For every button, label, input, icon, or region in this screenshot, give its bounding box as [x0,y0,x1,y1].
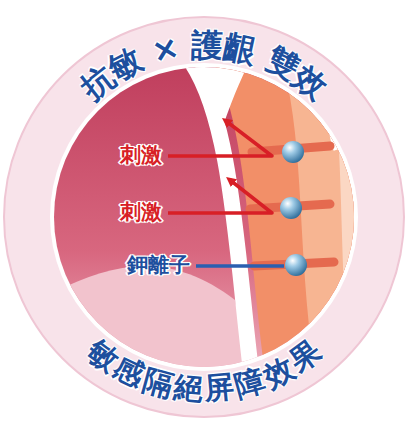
stimulus-arrow [168,180,272,213]
glyph: 隔 [140,364,177,401]
ion-label: 鉀離子 [127,254,190,277]
leader-line [196,264,284,268]
potassium-ion [280,197,302,219]
stimulus-label: 刺激 [120,201,162,224]
glyph: × [149,31,182,68]
potassium-ion [285,254,307,276]
tooth-outline [330,70,340,150]
glyph: 屏 [203,372,236,405]
tooth-pulp [330,60,380,380]
badge-ring [4,17,404,417]
glyph: 絕 [172,372,205,405]
cross-section [40,60,380,380]
glyph: 護 [191,29,224,62]
glyph: 齦 [221,30,259,68]
stimulus-arrow [168,121,272,156]
glyph [178,30,193,63]
potassium-ion [282,141,304,163]
tooth-enamel [190,60,252,380]
tooth-inner [282,60,380,380]
stimulus-label: 刺激 [120,144,162,167]
gum [40,60,380,380]
tooth-enamel-top [190,60,250,130]
